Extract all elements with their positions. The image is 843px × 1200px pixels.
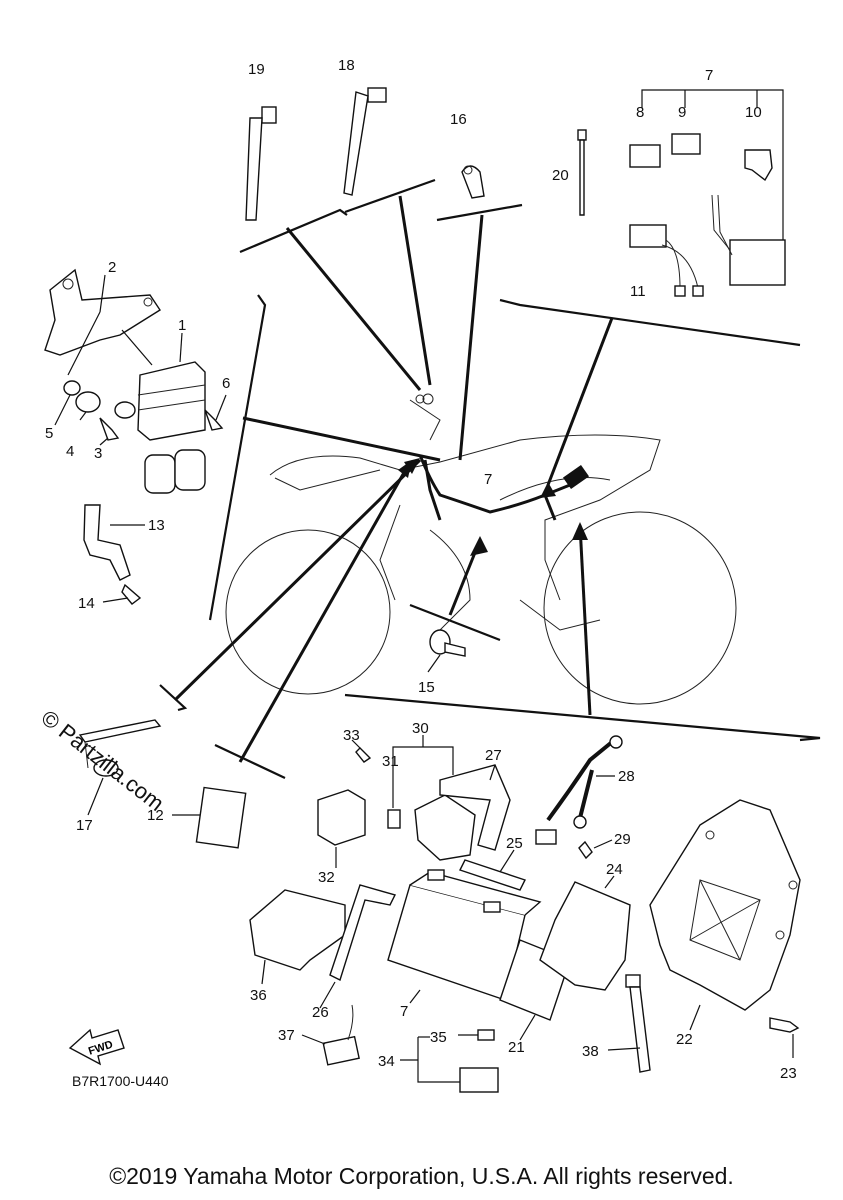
part-21-battery: [387, 869, 542, 1004]
part-3-bolt: [99, 417, 120, 446]
part-14-bolt: [102, 583, 142, 605]
part-23-battery-box: [649, 799, 801, 1031]
part-38-sensor: [301, 1004, 360, 1066]
part-39-cable-tie: [607, 974, 651, 1073]
callout-3: 3: [94, 445, 102, 462]
callout-2: 2: [108, 259, 116, 276]
wire-harness-center: [415, 393, 590, 521]
part-37-cover: [249, 889, 346, 985]
callout-9: 9: [678, 104, 686, 121]
part-6-bolt: [204, 394, 227, 431]
callout-33: 32: [318, 869, 335, 886]
part-32-clip: [387, 773, 401, 829]
callout-34: 33: [343, 727, 360, 744]
callout-7-harness: 7: [484, 471, 492, 488]
part-19-cable-tie: [245, 106, 277, 221]
callout-36: 35: [430, 1029, 447, 1046]
part-16-clamp: [461, 165, 485, 199]
callout-21: 7: [400, 1003, 408, 1020]
part-24-bolt: [769, 1017, 800, 1058]
callout-25: 24: [606, 861, 623, 878]
callout-22: 21: [508, 1039, 525, 1056]
part-30-bolt: [578, 839, 613, 860]
part-15-bolt: [427, 629, 466, 673]
leader-lines: [159, 178, 821, 779]
callout-28: 27: [485, 747, 502, 764]
callout-12: 12: [147, 807, 164, 824]
callout-16: 16: [450, 111, 467, 128]
part-12-coupler: [172, 786, 247, 849]
part-26-pad: [459, 849, 526, 891]
callout-1: 1: [178, 317, 186, 334]
part-4-grommet: [75, 391, 101, 421]
part-28-bracket: [439, 764, 511, 851]
callout-4: 4: [66, 443, 74, 460]
part-18-cable-tie: [343, 87, 387, 196]
callout-31: 30: [412, 720, 429, 737]
callout-6: 6: [222, 375, 230, 392]
motorcycle-outline: [225, 399, 737, 705]
callout-15: 15: [418, 679, 435, 696]
callout-39: 38: [582, 1043, 599, 1060]
callout-29: 28: [618, 768, 635, 785]
callout-8: 8: [636, 104, 644, 121]
part-33-relay: [317, 789, 366, 868]
callout-18: 18: [338, 57, 355, 74]
callout-14: 14: [78, 595, 95, 612]
callout-30: 29: [614, 831, 631, 848]
part-29-battery-cable: [535, 735, 623, 845]
callout-labels: 19 18 16 7 8 9 10 20 11 2 1 6 5 4 3 13 1…: [45, 57, 797, 1082]
part-20-cable-tie: [577, 129, 587, 216]
callout-37: 36: [250, 987, 267, 1004]
callout-23: 22: [676, 1031, 693, 1048]
callout-5: 5: [45, 425, 53, 442]
callout-35: 34: [378, 1053, 395, 1070]
callout-19: 19: [248, 61, 265, 78]
part-17-sensor: [78, 719, 162, 816]
callout-20: 20: [552, 167, 569, 184]
copyright-notice: ©2019 Yamaha Motor Corporation, U.S.A. A…: [109, 1163, 734, 1189]
callout-11: 11: [630, 283, 646, 300]
callout-32: 31: [382, 753, 399, 770]
callout-24: 23: [780, 1065, 797, 1082]
callout-10: 10: [745, 104, 762, 121]
callout-27: 26: [312, 1004, 329, 1021]
fwd-arrow-icon: FWD: [68, 1028, 125, 1066]
part-35-36-fuse-group: [400, 1029, 499, 1093]
callout-13: 13: [148, 517, 165, 534]
callout-7-top: 7: [705, 67, 713, 84]
part-2-bracket: [44, 268, 161, 376]
part-1-rectifier: [114, 332, 206, 494]
diagram-code: B7R1700-U440: [72, 1073, 169, 1089]
callout-38: 37: [278, 1027, 295, 1044]
part-5-collar: [54, 380, 81, 426]
part-27-band: [319, 884, 397, 1009]
part-34-screw: [351, 739, 372, 763]
callout-17: 17: [76, 817, 93, 834]
part-25-ecu: [539, 875, 631, 991]
callout-26: 25: [506, 835, 523, 852]
part-7-fuse-group: [629, 89, 786, 297]
part-13-bracket: [83, 504, 145, 581]
